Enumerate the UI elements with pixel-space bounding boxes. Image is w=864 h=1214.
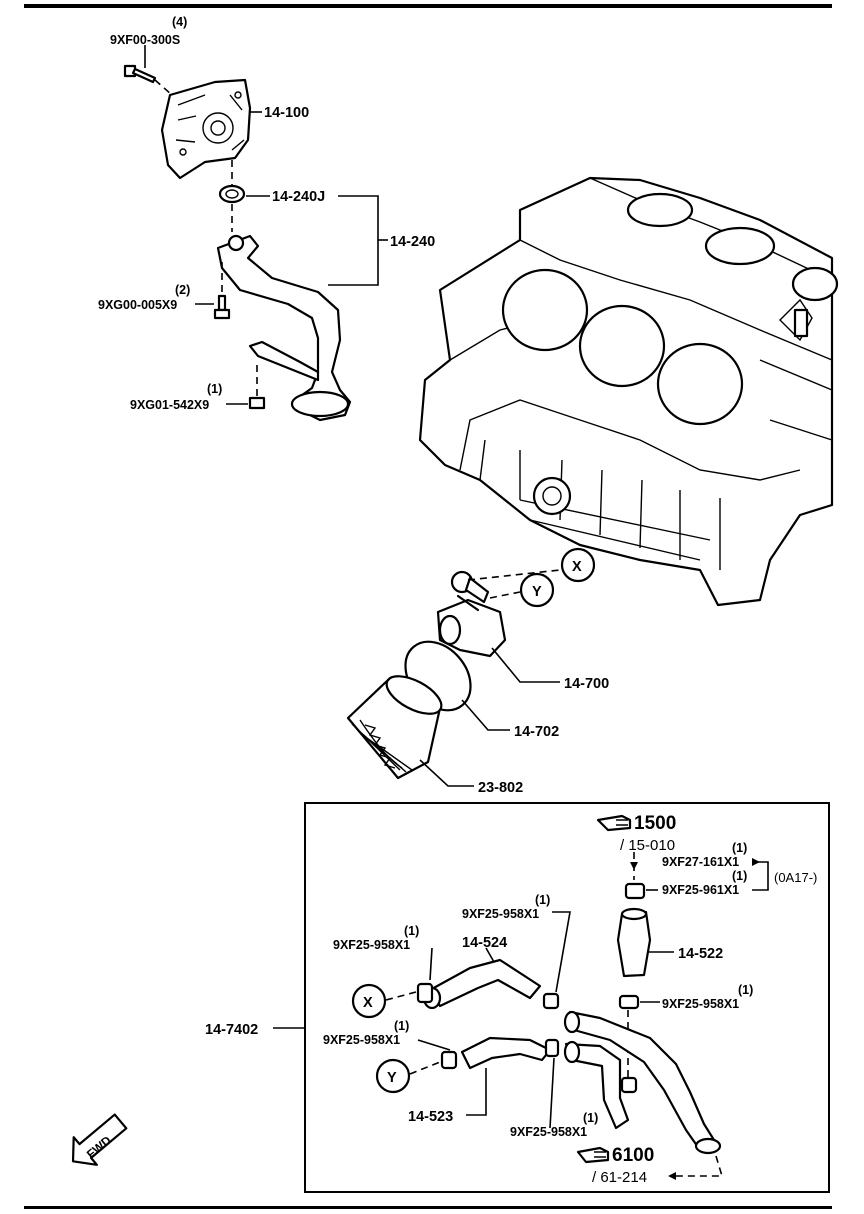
pointing-hand-icon-top (596, 814, 632, 832)
strainer-part-number: 14-240 (390, 234, 435, 250)
bolt-top-part-number: 9XF00-300S (110, 33, 180, 47)
filter-part-number: 23-802 (478, 780, 523, 796)
hose-14-523-illustration (460, 1036, 552, 1070)
hose-14-522-illustration (616, 907, 652, 978)
oil-cooler-illustration (436, 570, 507, 658)
cover-part-number: 14-100 (264, 105, 309, 121)
clamp-e-part-number: 9XF25-958X1 (662, 997, 739, 1011)
cap-icon-top (624, 882, 646, 900)
bottom-rule (24, 1206, 832, 1209)
ref-bottom-subpage: / 61-214 (592, 1169, 647, 1186)
clamp-a-qty: (1) (732, 841, 747, 855)
pointing-hand-icon-bottom (576, 1146, 610, 1164)
clamp-icon-524-left (416, 982, 434, 1004)
nut-part-number: 9XG01-542X9 (130, 398, 209, 412)
clamp-icon-523-right (544, 1038, 560, 1058)
clamp-c-qty: (1) (535, 893, 550, 907)
bolt-mid-part-number: 9XG00-005X9 (98, 298, 177, 312)
ref-top-page: 1500 (634, 813, 676, 834)
nut-icon (248, 396, 266, 410)
pipe-assembly-illustration (563, 1010, 722, 1155)
clamp-icon-524-right (542, 992, 560, 1010)
fwd-direction-arrow (71, 1113, 128, 1166)
callout-x-inset-label: X (363, 995, 373, 1011)
gasket-part-number: 14-240J (272, 189, 325, 205)
clamp-icon-523-left (440, 1050, 458, 1070)
nut-qty: (1) (207, 382, 222, 396)
clamp-icon-522 (618, 994, 640, 1010)
hose-14-524-illustration (422, 958, 542, 1010)
hose-14-524-label: 14-524 (462, 935, 507, 951)
inset-assembly-part-number: 14-7402 (205, 1022, 258, 1038)
bolt-icon-mid (213, 294, 231, 320)
clamp-d-qty: (1) (404, 924, 419, 938)
oil-strainer-illustration (216, 234, 352, 422)
cooler-o-ring-part-number: 14-702 (514, 724, 559, 740)
hose-14-522-label: 14-522 (678, 946, 723, 962)
clamp-b-qty: (1) (732, 869, 747, 883)
clamp-d-part-number: 9XF25-958X1 (333, 938, 410, 952)
callout-x-top-label: X (572, 559, 582, 575)
clamp-c-part-number: 9XF25-958X1 (462, 907, 539, 921)
ref-bottom-page: 6100 (612, 1145, 654, 1166)
clamp-f-part-number: 9XF25-958X1 (323, 1033, 400, 1047)
callout-y-top-label: Y (532, 584, 542, 600)
model-note: (0A17-) (774, 870, 817, 885)
clamp-b-part-number: 9XF25-961X1 (662, 883, 739, 897)
bolt-mid-qty: (2) (175, 283, 190, 297)
ref-top-subpage: / 15-010 (620, 837, 675, 854)
callout-y-marker-inset (375, 1058, 411, 1094)
hose-14-523-label: 14-523 (408, 1109, 453, 1125)
clamp-a-part-number: 9XF27-161X1 (662, 855, 739, 869)
engine-block-illustration (418, 176, 839, 607)
callout-y-marker-top (519, 572, 555, 608)
clamp-f-qty: (1) (394, 1019, 409, 1033)
oil-filter-illustration (346, 675, 443, 780)
top-rule (24, 4, 832, 8)
clamp-g-qty: (1) (583, 1111, 598, 1125)
hose-kit-inset-box (304, 802, 830, 1193)
callout-x-marker-top (560, 547, 596, 583)
oil-pump-cover-illustration (160, 78, 252, 180)
clamp-e-qty: (1) (738, 983, 753, 997)
bolt-top-qty: (4) (172, 15, 187, 29)
callout-y-inset-label: Y (387, 1070, 397, 1086)
bolt-icon-top (123, 64, 157, 84)
gasket-ring-icon (218, 184, 246, 204)
cooler-part-number: 14-700 (564, 676, 609, 692)
clamp-g-part-number: 9XF25-958X1 (510, 1125, 587, 1139)
callout-x-marker-inset (351, 983, 387, 1019)
